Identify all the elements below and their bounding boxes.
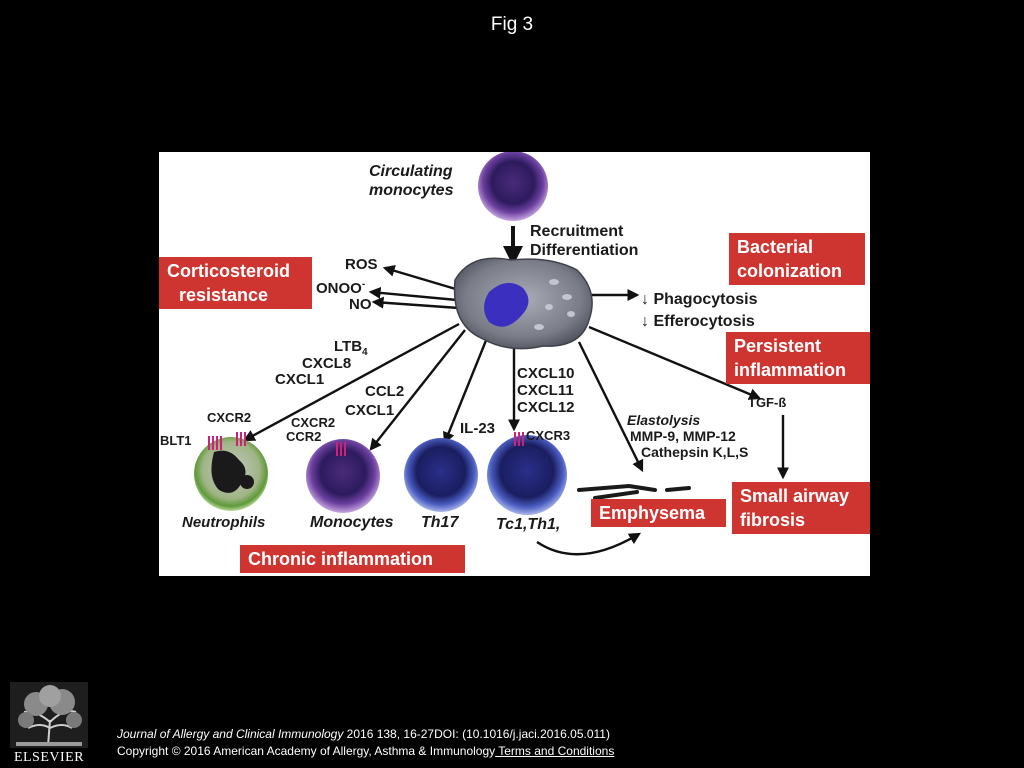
persistent-line1: Persistent	[734, 336, 822, 356]
arrow-ros	[382, 264, 460, 292]
small-airway-line2: fibrosis	[740, 510, 806, 530]
cxcl12-label: CXCL12	[517, 399, 575, 416]
diagram-arrows	[242, 226, 789, 556]
tc1-th1-cell	[487, 435, 567, 515]
blt1-label: BLT1	[160, 433, 192, 448]
circulating-monocyte-cell	[478, 152, 548, 221]
recruitment-line1: Recruitment	[530, 223, 624, 240]
circulating-label-line1: Circulating	[369, 163, 453, 180]
bacterial-line1: Bacterial	[737, 237, 814, 257]
il23-label: IL-23	[460, 420, 496, 437]
citation-line: Journal of Allergy and Clinical Immunolo…	[117, 726, 614, 743]
elastolysis-label: Elastolysis	[627, 412, 701, 428]
copyright-line: Copyright © 2016 American Academy of All…	[117, 743, 614, 760]
elsevier-logo	[10, 682, 88, 748]
elsevier-logo-text: ELSEVIER	[13, 750, 85, 765]
cxcr2-monocyte-label: CXCR2	[291, 415, 336, 430]
arrow-no	[371, 296, 460, 310]
ros-label: ROS	[345, 256, 378, 273]
arrow-tgf	[588, 325, 762, 400]
monocytes-label: Monocytes	[310, 514, 394, 531]
onoo-superscript: -	[361, 279, 366, 290]
arrow-neutrophils	[242, 322, 460, 442]
cxcl1-mid-label: CXCL1	[345, 402, 395, 419]
efferocytosis-label: ↓ Efferocytosis	[641, 313, 755, 330]
mmp-label: MMP-9, MMP-12	[630, 428, 736, 444]
corticosteroid-line2: resistance	[179, 285, 269, 305]
cxcl11-label: CXCL11	[517, 382, 574, 399]
circulating-monocytes-label: Circulating monocytes	[369, 162, 453, 200]
neutrophil-cell	[194, 437, 268, 511]
macrophage-cell	[453, 257, 593, 350]
cxcl10-label: CXCL10	[517, 365, 575, 382]
tgf-label: TGF-ß	[748, 395, 787, 410]
no-label: NO	[349, 296, 372, 313]
ccl2-label: CCL2	[365, 383, 405, 400]
ccr2-label: CCR2	[286, 429, 322, 444]
cxcl8-label: CXCL8	[302, 355, 352, 372]
slide-title: Fig 3	[490, 14, 534, 35]
arrow-th17	[443, 337, 489, 445]
bacterial-line2: colonization	[737, 261, 842, 281]
small-airway-line1: Small airway	[740, 486, 850, 506]
cxcr2-neutrophil-label: CXCR2	[207, 410, 252, 425]
arrow-tc1-emphysema	[536, 532, 642, 556]
arrow-onoo	[368, 286, 458, 302]
phagocytosis-label: ↓ Phagocytosis	[641, 291, 758, 308]
footer: Journal of Allergy and Clinical Immunolo…	[117, 726, 614, 760]
citation-text: 2016 138, 16-27DOI: (10.1016/j.jaci.2016…	[343, 727, 610, 741]
persistent-line2: inflammation	[734, 360, 847, 380]
small-airway-fibrosis-box: Small airway fibrosis	[732, 482, 870, 534]
cxcl1-left-label: CXCL1	[275, 371, 325, 388]
tc1-th1-label: Tc1,Th1,	[496, 516, 561, 533]
copyright-text: Copyright © 2016 American Academy of All…	[117, 744, 496, 758]
ltb4-subscript: 4	[362, 347, 368, 358]
diagram-graphics	[194, 152, 789, 556]
corticosteroid-line1: Corticosteroid	[167, 261, 291, 281]
arrow-monocytes	[369, 329, 466, 451]
chronic-inflammation-box: Chronic inflammation	[240, 545, 465, 573]
persistent-inflammation-box: Persistent inflammation	[726, 332, 870, 384]
monocyte-cell	[306, 439, 380, 513]
bacterial-colonization-box: Bacterial colonization	[729, 233, 865, 285]
diagram-figure: Circulating monocytes Recruitment Differ…	[159, 152, 870, 576]
recruitment-label: Recruitment Differentiation	[530, 222, 638, 260]
recruitment-line2: Differentiation	[530, 242, 639, 259]
onoo-text: ONOO	[316, 280, 362, 297]
neutrophils-label: Neutrophils	[182, 514, 266, 531]
corticosteroid-resistance-box: Corticosteroid resistance	[159, 257, 312, 309]
cathepsin-label: Cathepsin K,L,S	[641, 444, 749, 460]
terms-link[interactable]: Terms and Conditions	[495, 744, 615, 758]
arrow-emphysema	[577, 341, 644, 473]
ltb4-text: LTB	[334, 338, 363, 355]
onoo-label: ONOO-	[316, 276, 365, 297]
th17-cell	[404, 438, 478, 512]
tissue-fragments	[577, 483, 691, 500]
th17-label: Th17	[421, 514, 459, 531]
cxcr3-label: CXCR3	[526, 428, 571, 443]
journal-name: Journal of Allergy and Clinical Immunolo…	[117, 727, 344, 741]
emphysema-box: Emphysema	[591, 499, 726, 527]
ltb4-label: LTB4	[334, 338, 368, 361]
circulating-label-line2: monocytes	[369, 182, 454, 199]
receptor-icons	[208, 432, 524, 456]
